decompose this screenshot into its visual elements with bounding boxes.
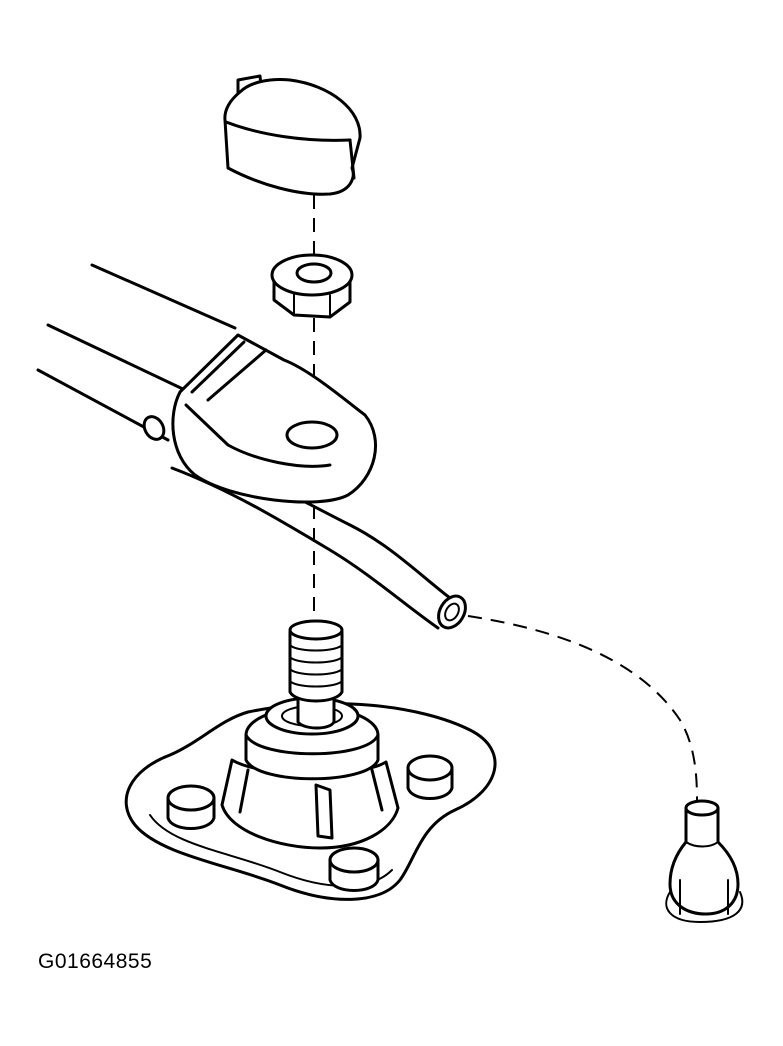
hose-bore — [444, 602, 460, 622]
spline-ring-2 — [290, 657, 342, 664]
hose-end — [437, 594, 467, 630]
nozzle-body — [668, 806, 740, 916]
arm-latch-pin — [142, 415, 166, 441]
cap-side-edge — [348, 138, 356, 180]
wiper-arm — [36, 263, 378, 504]
spline-ring-3 — [290, 669, 342, 676]
shaft-tip — [288, 619, 344, 641]
arm-pivot-hole — [285, 420, 339, 450]
spline-ring-4 — [290, 681, 342, 688]
pedestal-boss — [314, 783, 334, 840]
bolt-front-head — [328, 846, 380, 874]
nozzle-tip — [684, 799, 720, 817]
mounting-bolt — [166, 784, 216, 830]
arm-head-ridge-2 — [206, 348, 268, 402]
pedestal-rib-right — [370, 768, 384, 812]
collar-ring — [244, 733, 380, 781]
pivot-shaft — [288, 619, 344, 730]
bolt-left-head — [166, 784, 216, 812]
spline-ring-1 — [290, 645, 342, 652]
motor-base — [124, 696, 497, 901]
mounting-bolt — [328, 846, 380, 892]
cap-top-edge — [224, 120, 352, 142]
arm-top-edge — [90, 263, 237, 330]
hose-routing-line — [467, 615, 698, 801]
nozzle-mount-hole — [665, 891, 744, 924]
pedestal-rib-left — [238, 768, 250, 814]
mounting-bolt — [406, 754, 454, 800]
hose-nozzle — [665, 799, 744, 924]
arm-head-flank — [184, 403, 332, 468]
shaft-splined — [288, 630, 344, 703]
bolt-right-head — [406, 754, 454, 782]
wiper-arm-cap — [223, 74, 362, 196]
figure-id-label: G01664855 — [38, 950, 153, 973]
arm-head — [171, 333, 378, 504]
nut-bore — [295, 262, 333, 284]
arm-upper-edge — [46, 323, 187, 392]
retaining-nut — [270, 253, 354, 319]
arm-head-ridge-1 — [190, 340, 246, 394]
nozzle-shoulder — [685, 841, 719, 848]
